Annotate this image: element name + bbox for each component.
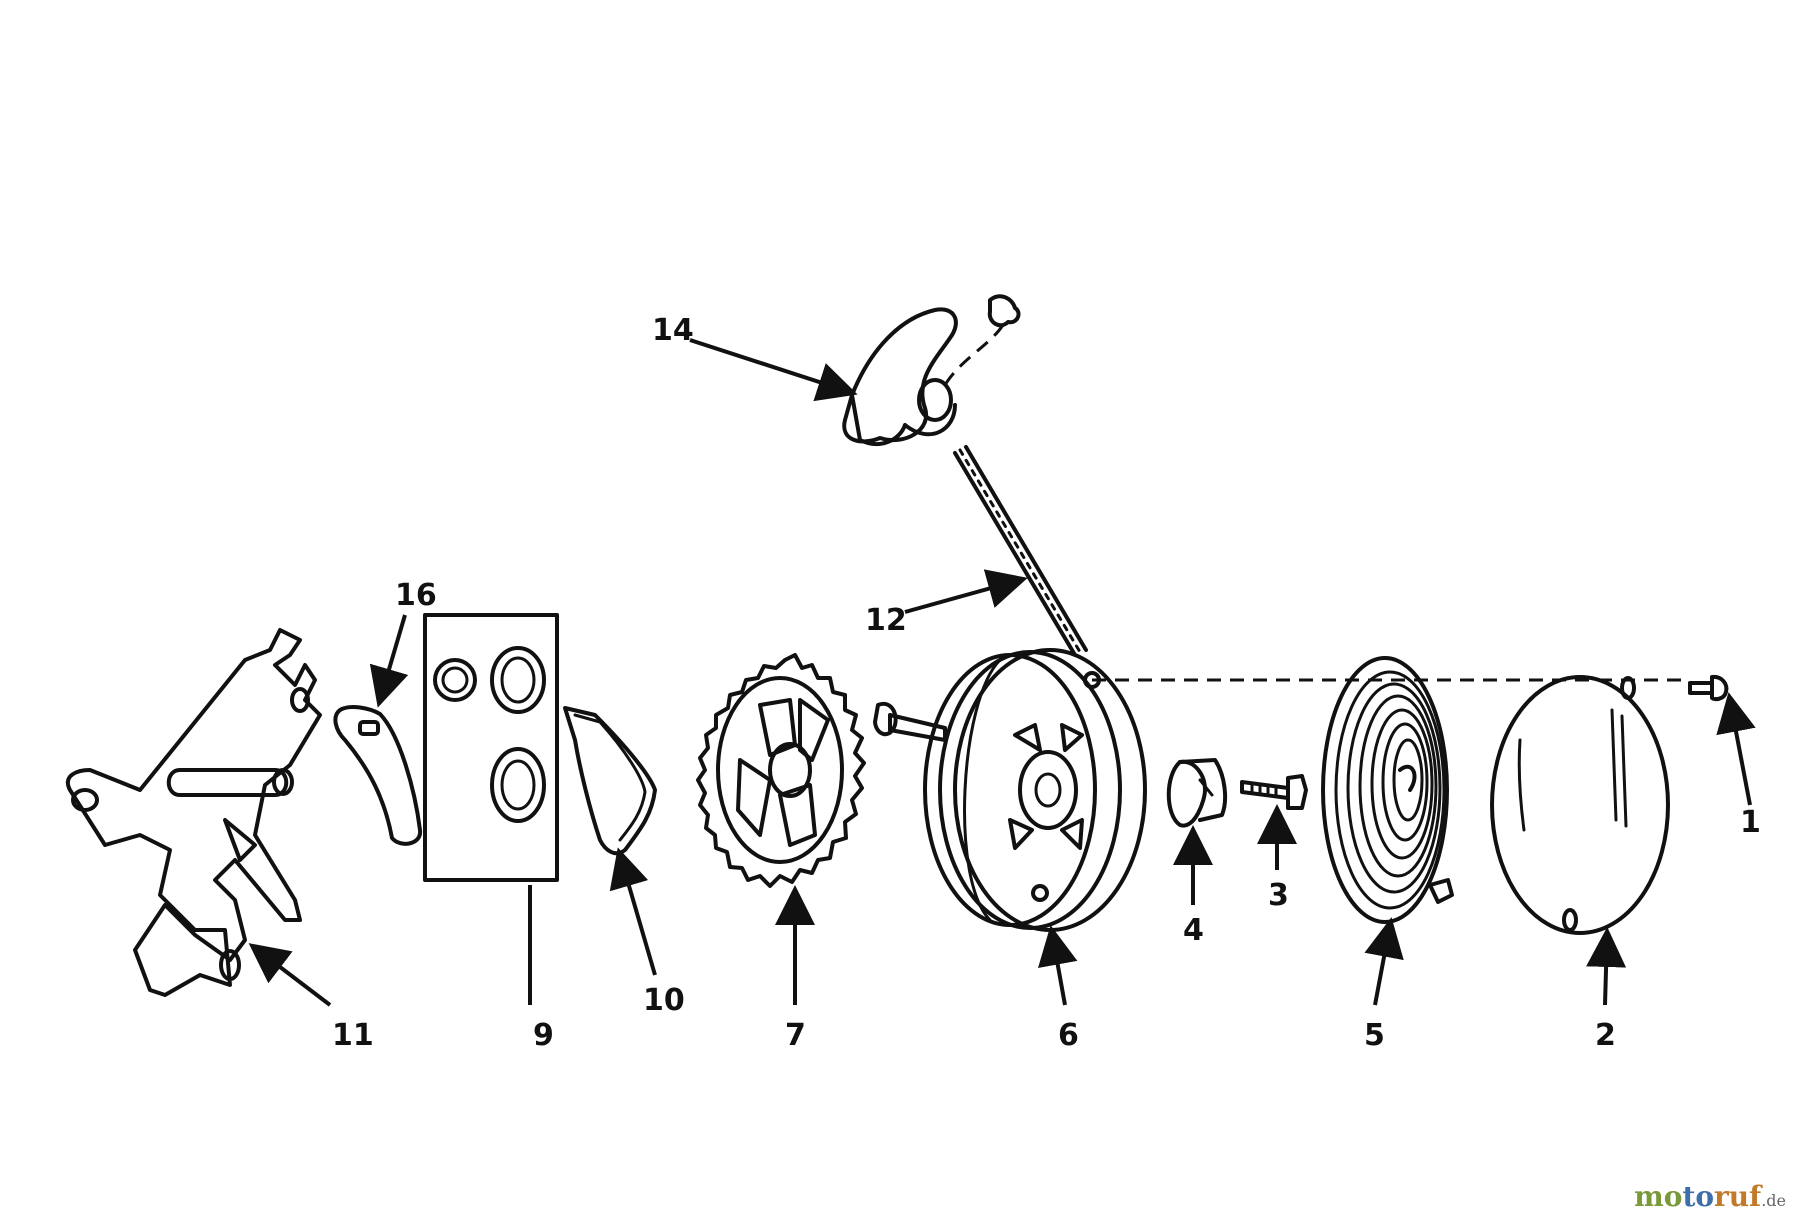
- watermark-part1: mo: [1634, 1180, 1683, 1213]
- part-label-14: 14: [652, 313, 694, 348]
- screw-part: [1240, 774, 1308, 810]
- part-label-11: 11: [332, 1018, 374, 1053]
- watermark-part2: to: [1682, 1180, 1715, 1213]
- handle-knot-part: [987, 294, 1021, 328]
- pulley-shaft-part: [873, 701, 947, 742]
- leader-arrow-12: [904, 569, 1028, 614]
- clip-part: [1166, 758, 1228, 828]
- wire-spring-part: [563, 706, 657, 856]
- small-screw-part: [1688, 674, 1729, 702]
- part-label-10: 10: [643, 983, 685, 1018]
- lever-part: [333, 705, 423, 846]
- pulley-part: [923, 648, 1147, 932]
- leader-arrow-1: [1716, 692, 1756, 806]
- leader-arrow-10: [609, 847, 657, 976]
- watermark-logo: motoruf.de: [1634, 1180, 1786, 1213]
- gasket-card-part: [423, 613, 559, 882]
- part-label-2: 2: [1595, 1018, 1616, 1053]
- leader-arrow-6: [1038, 925, 1078, 1006]
- part-label-1: 1: [1740, 805, 1761, 840]
- recoil-spring-part: [1321, 656, 1454, 924]
- watermark-part3: ruf: [1714, 1180, 1762, 1213]
- leader-arrow-2: [1586, 927, 1627, 1006]
- control-bracket-part: [66, 628, 322, 997]
- watermark-suffix: .de: [1761, 1191, 1786, 1210]
- leader-arrow-11: [248, 943, 332, 1007]
- leader-arrow-14: [689, 338, 858, 402]
- gear-part: [696, 653, 866, 888]
- starter-handle-part: [842, 307, 958, 446]
- part-label-7: 7: [785, 1018, 806, 1053]
- part-label-6: 6: [1058, 1018, 1079, 1053]
- part-label-4: 4: [1183, 913, 1204, 948]
- starter-rope-part: [953, 445, 1088, 657]
- cover-disc-part: [1490, 675, 1670, 935]
- handle-knot-connection: [943, 324, 1005, 386]
- part-label-5: 5: [1364, 1018, 1385, 1053]
- leader-arrow-5: [1364, 917, 1404, 1006]
- part-label-9: 9: [533, 1018, 554, 1053]
- part-label-16: 16: [395, 578, 437, 613]
- part-label-3: 3: [1268, 878, 1289, 913]
- leader-arrow-16: [369, 614, 409, 708]
- part-label-12: 12: [865, 603, 907, 638]
